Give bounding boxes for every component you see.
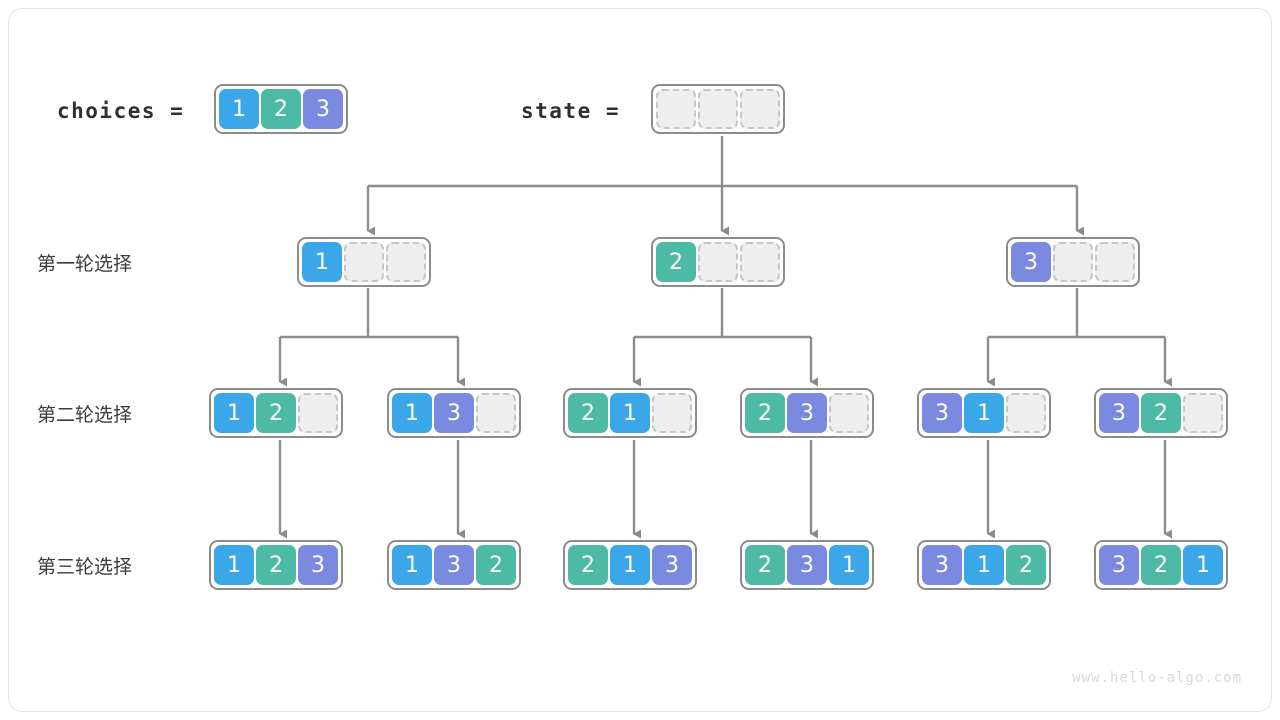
node-round3-3-cell-1: 3 <box>787 545 827 585</box>
node-round2-2-cell-2 <box>652 393 692 433</box>
node-round2-0-cell-1: 2 <box>256 393 296 433</box>
node-round3-4: 3 1 2 <box>917 540 1051 590</box>
choices-label: choices = <box>57 99 185 123</box>
node-round2-1: 1 3 <box>387 388 521 438</box>
node-round2-4-cell-2 <box>1006 393 1046 433</box>
node-round1-2-cell-0: 3 <box>1011 242 1051 282</box>
row-label-round-1: 第一轮选择 <box>37 253 133 275</box>
node-round3-0-cell-0: 1 <box>214 545 254 585</box>
node-round2-2-cell-0: 2 <box>568 393 608 433</box>
row-label-round-2: 第二轮选择 <box>37 404 133 426</box>
node-round1-2-cell-1 <box>1053 242 1093 282</box>
node-round2-5-cell-0: 3 <box>1099 393 1139 433</box>
node-round3-4-cell-2: 2 <box>1006 545 1046 585</box>
node-round3-3: 2 3 1 <box>740 540 874 590</box>
node-round3-5-cell-2: 1 <box>1183 545 1223 585</box>
node-round3-2-cell-1: 1 <box>610 545 650 585</box>
node-round3-1-cell-1: 3 <box>434 545 474 585</box>
state-label: state = <box>521 99 621 123</box>
node-round2-3-cell-1: 3 <box>787 393 827 433</box>
node-round2-0-cell-0: 1 <box>214 393 254 433</box>
node-round1-0-cell-0: 1 <box>302 242 342 282</box>
node-round1-1-cell-0: 2 <box>656 242 696 282</box>
node-round2-5-cell-1: 2 <box>1141 393 1181 433</box>
node-round3-3-cell-0: 2 <box>745 545 785 585</box>
node-round2-1-cell-1: 3 <box>434 393 474 433</box>
node-round3-4-cell-0: 3 <box>922 545 962 585</box>
state-cell-2 <box>740 89 780 129</box>
node-round1-0-cell-2 <box>386 242 426 282</box>
node-round3-1-cell-0: 1 <box>392 545 432 585</box>
node-round2-4: 3 1 <box>917 388 1051 438</box>
node-round2-1-cell-2 <box>476 393 516 433</box>
choices-cell-2: 3 <box>303 89 343 129</box>
node-round1-1-cell-1 <box>698 242 738 282</box>
diagram-frame <box>8 8 1272 712</box>
node-round2-4-cell-0: 3 <box>922 393 962 433</box>
choices-cell-1: 2 <box>261 89 301 129</box>
node-round3-1: 1 3 2 <box>387 540 521 590</box>
state-cell-0 <box>656 89 696 129</box>
state-cell-1 <box>698 89 738 129</box>
node-round2-5: 3 2 <box>1094 388 1228 438</box>
node-round3-5-cell-1: 2 <box>1141 545 1181 585</box>
node-round2-0: 1 2 <box>209 388 343 438</box>
choices-cell-0: 1 <box>219 89 259 129</box>
row-label-round-3: 第三轮选择 <box>37 556 133 578</box>
node-round3-1-cell-2: 2 <box>476 545 516 585</box>
node-round3-2-cell-2: 3 <box>652 545 692 585</box>
node-round3-0-cell-2: 3 <box>298 545 338 585</box>
watermark: www.hello-algo.com <box>1072 670 1242 686</box>
node-round3-2-cell-0: 2 <box>568 545 608 585</box>
node-round2-5-cell-2 <box>1183 393 1223 433</box>
choices-array: 1 2 3 <box>214 84 348 134</box>
node-round3-2: 2 1 3 <box>563 540 697 590</box>
node-round2-0-cell-2 <box>298 393 338 433</box>
node-round3-0: 1 2 3 <box>209 540 343 590</box>
node-round2-2-cell-1: 1 <box>610 393 650 433</box>
node-round2-3-cell-2 <box>829 393 869 433</box>
node-round1-1-cell-2 <box>740 242 780 282</box>
node-round1-2-cell-2 <box>1095 242 1135 282</box>
node-round3-0-cell-1: 2 <box>256 545 296 585</box>
node-round3-4-cell-1: 1 <box>964 545 1004 585</box>
node-round2-3: 2 3 <box>740 388 874 438</box>
node-round3-5-cell-0: 3 <box>1099 545 1139 585</box>
node-round2-2: 2 1 <box>563 388 697 438</box>
node-round1-0: 1 <box>297 237 431 287</box>
node-round3-5: 3 2 1 <box>1094 540 1228 590</box>
node-round2-1-cell-0: 1 <box>392 393 432 433</box>
node-round2-3-cell-0: 2 <box>745 393 785 433</box>
node-round3-3-cell-2: 1 <box>829 545 869 585</box>
node-round1-2: 3 <box>1006 237 1140 287</box>
state-array <box>651 84 785 134</box>
node-round1-0-cell-1 <box>344 242 384 282</box>
node-round1-1: 2 <box>651 237 785 287</box>
node-round2-4-cell-1: 1 <box>964 393 1004 433</box>
